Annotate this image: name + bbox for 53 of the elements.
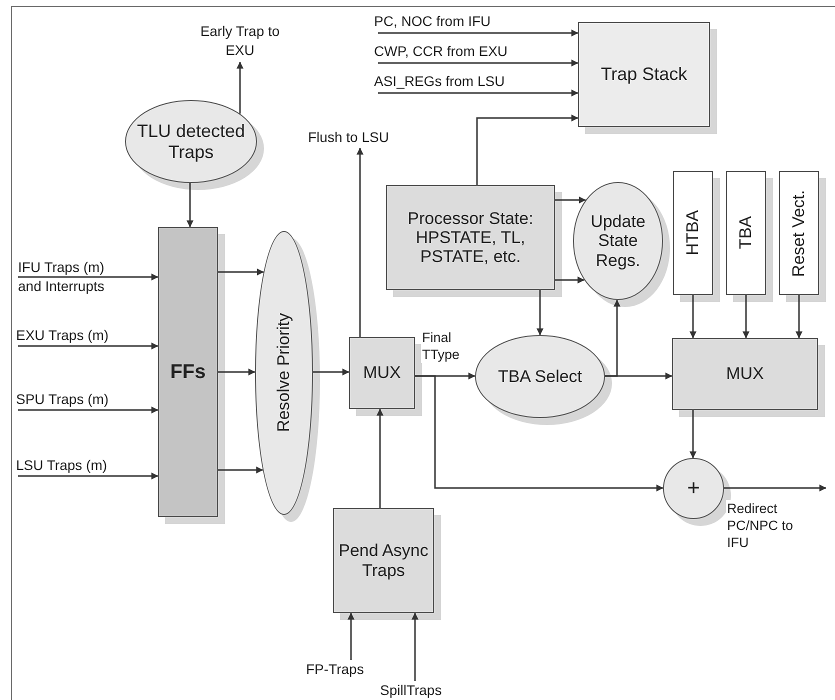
- arrow: [378, 30, 578, 36]
- arrow: [555, 196, 586, 204]
- arrow: [724, 484, 826, 492]
- arrow: [18, 472, 158, 480]
- arrow: [356, 148, 364, 337]
- box-label: HTBA: [683, 210, 703, 256]
- box-label: MUX: [363, 363, 401, 383]
- arrow: [536, 290, 544, 336]
- box-label: +: [687, 476, 700, 501]
- box-label: TBA Select: [498, 366, 582, 386]
- arrow: [690, 295, 696, 338]
- box-label: TLU detected Traps: [136, 121, 246, 162]
- arrow: [378, 90, 578, 96]
- arrow: [18, 274, 158, 280]
- arrow: [476, 114, 578, 185]
- box-label: Processor State: HPSTATE, TL, PSTATE, etc.: [406, 208, 534, 266]
- arrow: [412, 612, 418, 681]
- signal-label: SPU Traps (m): [16, 390, 128, 410]
- arrow: [18, 342, 158, 350]
- box-label: MUX: [726, 364, 764, 384]
- signal-label: Flush to LSU: [308, 128, 418, 148]
- box-label: Trap Stack: [600, 64, 688, 85]
- signal-label: SpillTraps: [380, 681, 460, 700]
- signal-label: EXU Traps (m): [16, 326, 128, 346]
- signal-label: PC, NOC from IFU: [374, 12, 524, 33]
- arrow: [218, 268, 264, 276]
- arrow: [378, 60, 578, 66]
- box-label: Update State Regs.: [590, 212, 646, 270]
- signal-label: ASI_REGs from LSU: [374, 72, 524, 93]
- arrow: [742, 295, 750, 338]
- box-label: TBA: [736, 216, 756, 250]
- arrow: [186, 183, 194, 228]
- signal-label: CWP, CCR from EXU: [374, 42, 524, 63]
- arrow: [18, 406, 158, 414]
- arrow: [218, 466, 264, 474]
- arrow: [605, 300, 620, 377]
- arrow: [690, 410, 696, 458]
- arrow: [218, 368, 256, 376]
- box-label: Resolve Priority: [274, 313, 294, 433]
- signal-label: FP-Traps: [306, 660, 386, 679]
- arrow: [236, 62, 244, 114]
- signal-label: LSU Traps (m): [16, 456, 128, 476]
- arrow: [555, 276, 585, 284]
- signal-label: IFU Traps (m) and Interrupts: [18, 258, 130, 296]
- box-label: FFs: [170, 360, 206, 384]
- box-label: Reset Vect.: [789, 190, 809, 276]
- arrow: [415, 375, 664, 492]
- arrow: [348, 612, 354, 660]
- arrow: [796, 295, 802, 338]
- arrow: [313, 368, 350, 376]
- signal-label: Early Trap to EXU: [200, 22, 280, 62]
- arrow: [376, 408, 384, 508]
- box-label: Pend Async Traps: [338, 541, 430, 580]
